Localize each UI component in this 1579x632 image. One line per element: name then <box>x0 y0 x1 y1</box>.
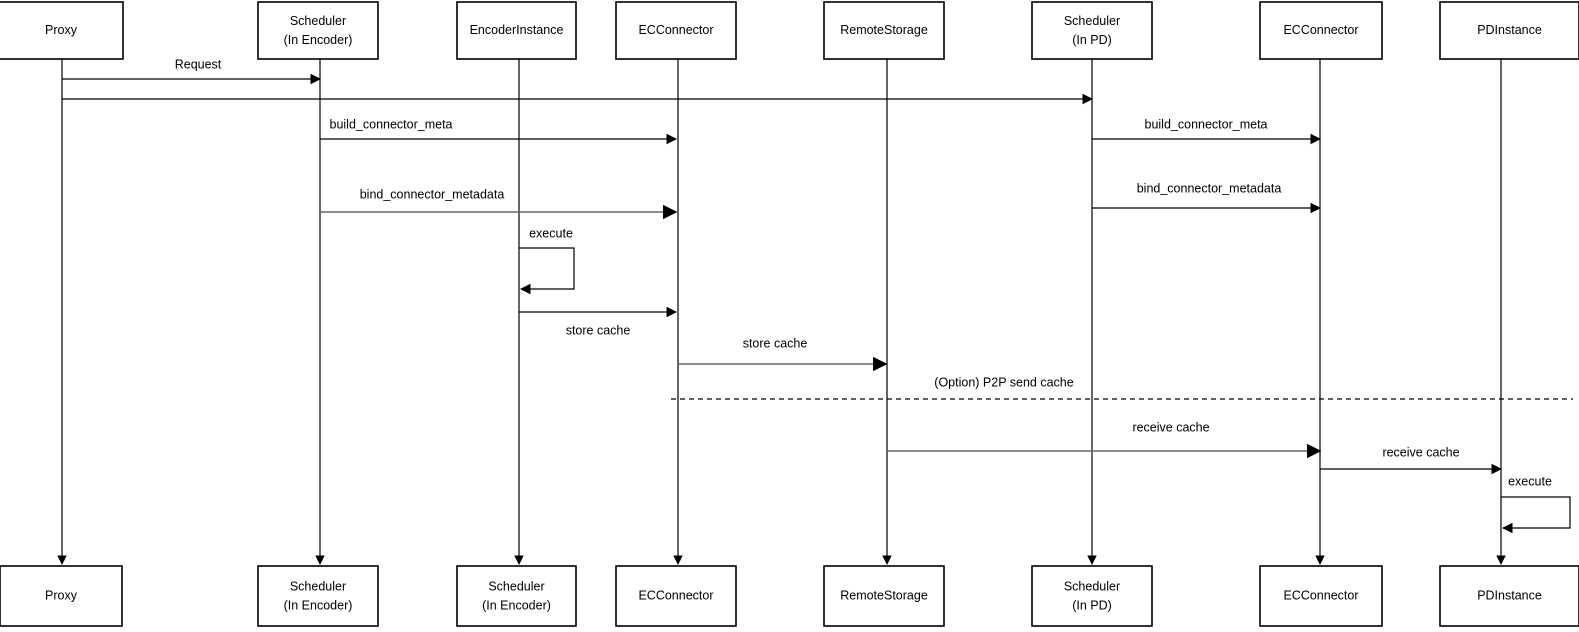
lifelines-group <box>57 59 1506 565</box>
message-m5: bind_connector_metadata <box>320 187 678 220</box>
header-actor-proxy[interactable]: Proxy <box>0 1 124 60</box>
self-loops-group: execute execute <box>519 226 1571 534</box>
message-m11: receive cache <box>1320 445 1503 475</box>
header-actor-label-sched_enc: Scheduler <box>290 14 346 28</box>
footer-actor-rect-sched_pd <box>1031 565 1153 627</box>
footer-actor-ecc_right[interactable]: ECConnector <box>1259 565 1383 627</box>
footer-actor-rect-encoder_inst <box>456 565 577 627</box>
footer-actor-label-pd_inst: PDInstance <box>1477 588 1542 602</box>
message-label-m4: build_connector_meta <box>1145 117 1268 131</box>
self-loop-path-s2 <box>1501 496 1571 534</box>
message-m8: store cache <box>678 336 888 372</box>
header-actor-label-remote: RemoteStorage <box>840 23 928 37</box>
message-label-m9: (Option) P2P send cache <box>934 375 1073 389</box>
footer-actor-rect-proxy <box>0 565 123 627</box>
header-actor-encoder_inst[interactable]: EncoderInstance <box>456 1 577 60</box>
self-loop-label-s2: execute <box>1508 474 1552 488</box>
message-label-m5: bind_connector_metadata <box>360 187 505 201</box>
header-actor-sublabel-sched_pd: (In PD) <box>1072 33 1112 47</box>
header-actor-sublabel-sched_enc: (In Encoder) <box>284 33 353 47</box>
header-actor-label-proxy: Proxy <box>45 23 78 37</box>
header-actor-rect-remote <box>823 1 945 60</box>
header-actor-remote[interactable]: RemoteStorage <box>823 1 945 60</box>
footer-actor-sublabel-sched_enc: (In Encoder) <box>284 598 353 612</box>
footer-actor-ecc_left[interactable]: ECConnector <box>615 565 737 627</box>
message-label-m6: bind_connector_metadata <box>1137 181 1282 195</box>
header-actor-boxes: Proxy Scheduler (In Encoder) EncoderInstanc… <box>0 1 1579 60</box>
footer-actor-encoder_inst[interactable]: Scheduler (In Encoder) <box>456 565 577 627</box>
header-actor-ecc_left[interactable]: ECConnector <box>615 1 737 60</box>
header-actor-label-ecc_left: ECConnector <box>638 23 713 37</box>
messages-group: Request build_connector_meta build_connect… <box>62 57 1573 475</box>
footer-actor-sublabel-sched_pd: (In PD) <box>1072 598 1112 612</box>
footer-actor-sched_enc[interactable]: Scheduler (In Encoder) <box>257 565 379 627</box>
header-actor-rect-proxy <box>0 1 124 60</box>
self-loop-s1: execute <box>519 226 575 295</box>
message-m1: Request <box>62 57 322 85</box>
self-loop-label-s1: execute <box>529 226 573 240</box>
footer-actor-sublabel-encoder_inst: (In Encoder) <box>482 598 551 612</box>
footer-actor-rect-remote <box>823 565 945 627</box>
footer-actor-label-ecc_right: ECConnector <box>1283 588 1358 602</box>
footer-actor-boxes: Proxy Scheduler (In Encoder) Scheduler (In E… <box>0 565 1579 627</box>
message-label-m1: Request <box>175 57 222 71</box>
footer-actor-rect-ecc_right <box>1259 565 1383 627</box>
footer-actor-proxy[interactable]: Proxy <box>0 565 123 627</box>
header-actor-rect-sched_pd <box>1031 1 1153 60</box>
header-actor-rect-sched_enc <box>257 1 379 60</box>
message-label-m11: receive cache <box>1382 445 1459 459</box>
self-loop-path-s1 <box>519 247 575 295</box>
message-label-m7: store cache <box>566 323 631 337</box>
header-actor-label-sched_pd: Scheduler <box>1064 14 1120 28</box>
header-actor-ecc_right[interactable]: ECConnector <box>1259 1 1383 60</box>
header-actor-rect-ecc_left <box>615 1 737 60</box>
footer-actor-rect-ecc_left <box>615 565 737 627</box>
message-label-m3: build_connector_meta <box>330 117 453 131</box>
footer-actor-label-remote: RemoteStorage <box>840 588 928 602</box>
footer-actor-sched_pd[interactable]: Scheduler (In PD) <box>1031 565 1153 627</box>
message-label-m8: store cache <box>743 336 808 350</box>
message-label-m10: receive cache <box>1132 420 1209 434</box>
message-m3: build_connector_meta <box>320 117 678 145</box>
message-m10: receive cache <box>886 420 1322 459</box>
header-actor-rect-encoder_inst <box>456 1 577 60</box>
header-actor-sched_enc[interactable]: Scheduler (In Encoder) <box>257 1 379 60</box>
header-actor-label-encoder_inst: EncoderInstance <box>470 23 564 37</box>
footer-actor-label-ecc_left: ECConnector <box>638 588 713 602</box>
footer-actor-pd_inst[interactable]: PDInstance <box>1439 565 1579 627</box>
footer-actor-remote[interactable]: RemoteStorage <box>823 565 945 627</box>
self-loop-s2: execute <box>1501 474 1571 534</box>
message-m9: (Option) P2P send cache <box>671 375 1573 400</box>
header-actor-rect-pd_inst <box>1439 1 1579 60</box>
footer-actor-label-sched_pd: Scheduler <box>1064 579 1120 593</box>
message-m4: build_connector_meta <box>1092 117 1322 145</box>
header-actor-sched_pd[interactable]: Scheduler (In PD) <box>1031 1 1153 60</box>
header-actor-rect-ecc_right <box>1259 1 1383 60</box>
header-actor-label-pd_inst: PDInstance <box>1477 23 1542 37</box>
footer-actor-rect-pd_inst <box>1439 565 1579 627</box>
footer-actor-label-proxy: Proxy <box>45 588 78 602</box>
message-m7: store cache <box>519 306 678 337</box>
message-m6: bind_connector_metadata <box>1092 181 1322 214</box>
header-actor-pd_inst[interactable]: PDInstance <box>1439 1 1579 60</box>
footer-actor-label-sched_enc: Scheduler <box>290 579 346 593</box>
footer-actor-rect-sched_enc <box>257 565 379 627</box>
header-actor-label-ecc_right: ECConnector <box>1283 23 1358 37</box>
footer-actor-label-encoder_inst: Scheduler <box>488 579 544 593</box>
